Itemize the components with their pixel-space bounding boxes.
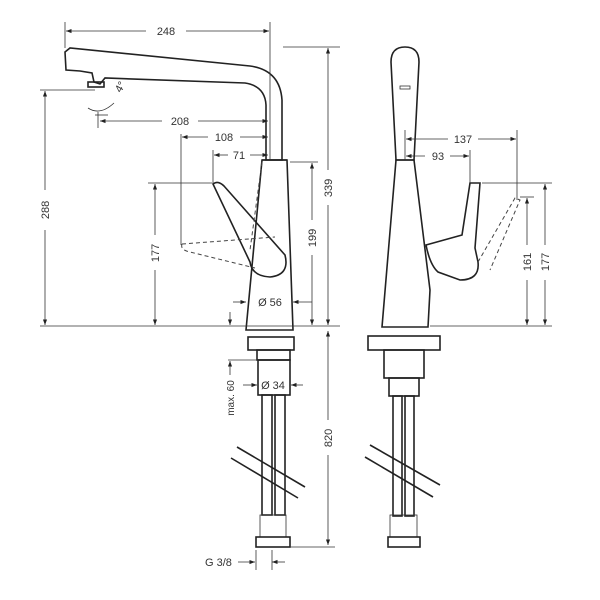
lever-front-open: [477, 197, 521, 271]
body-front: [381, 159, 431, 328]
dim-137: 137: [454, 134, 472, 146]
dim-177-side: 177: [150, 244, 162, 262]
base-plate: [247, 336, 295, 351]
dimension-lines-front: [404, 130, 552, 327]
dim-71: 71: [233, 150, 245, 162]
connector-nut: [255, 536, 291, 548]
dim-248: 248: [157, 26, 175, 38]
spout: [64, 47, 283, 161]
hose: [274, 394, 286, 516]
dim-177-front: 177: [540, 253, 552, 271]
spout-front: [390, 46, 420, 161]
lever-open-position: [181, 161, 276, 269]
base-plate-front: [367, 335, 441, 351]
dim-93: 93: [432, 151, 444, 163]
front-view: 137 93 161 177: [364, 46, 552, 548]
aerator: [87, 81, 105, 88]
dim-339: 339: [323, 179, 335, 197]
hose: [261, 394, 273, 516]
side-view: 248 4° 208 108 71 288 339 177 199 Ø 56 m…: [40, 22, 340, 570]
lever-front: [425, 182, 481, 281]
dim-diameter-34: Ø 34: [261, 380, 285, 392]
dim-820: 820: [323, 429, 335, 447]
dim-angle-4: 4°: [113, 80, 129, 95]
dim-199: 199: [307, 229, 319, 247]
dimension-lines: [40, 22, 340, 570]
dim-g-3-8: G 3/8: [205, 557, 232, 569]
dim-288: 288: [40, 201, 52, 219]
dim-diameter-56: Ø 56: [258, 297, 282, 309]
dim-max-60: max. 60: [226, 380, 237, 416]
lever: [212, 181, 287, 278]
dim-161: 161: [522, 253, 534, 271]
dim-108: 108: [215, 132, 233, 144]
dim-208: 208: [171, 116, 189, 128]
shank: [257, 359, 291, 396]
